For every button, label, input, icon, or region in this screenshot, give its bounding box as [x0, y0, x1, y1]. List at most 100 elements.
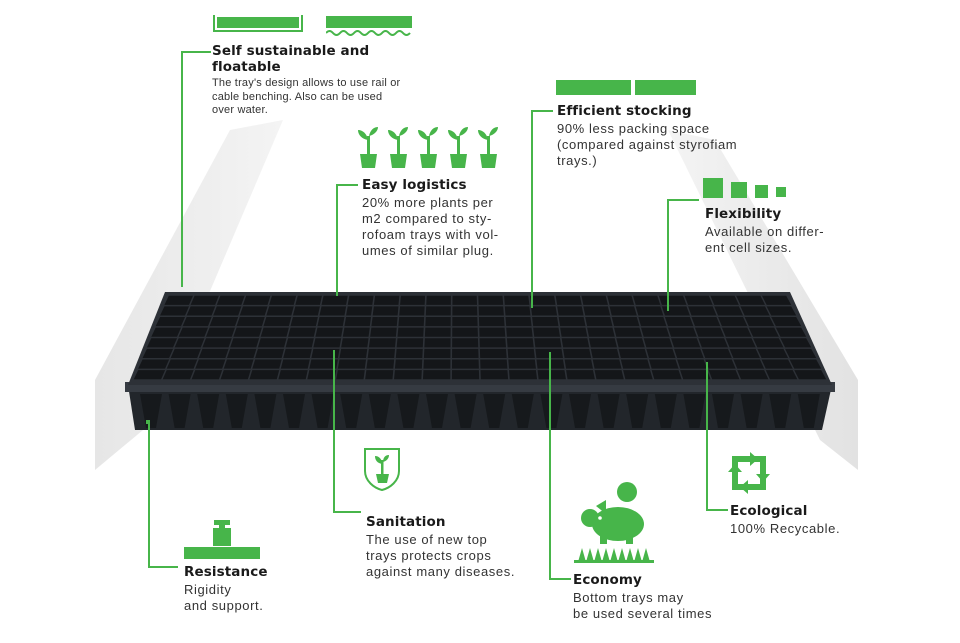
potted-plants-icon: [358, 127, 498, 168]
leader-resistance-v: [148, 422, 150, 567]
tray-cell: [620, 359, 651, 369]
tray-cell: [718, 317, 748, 327]
seedling: [358, 127, 378, 168]
tray-cell: [587, 327, 615, 337]
leader-ecological-h: [706, 509, 728, 511]
tray-cell: [202, 338, 232, 348]
tray-cell: [182, 317, 212, 327]
tray-cell: [233, 327, 262, 337]
tray-cell: [371, 317, 398, 327]
tray-cell: [478, 306, 504, 316]
tray-cell: [643, 338, 673, 348]
tray-cell: [667, 327, 697, 337]
tray-cell: [319, 306, 347, 316]
tray-cell: [186, 306, 216, 316]
feature-title: Easy logistics: [362, 177, 467, 193]
tray-cell: [557, 306, 584, 316]
tray-cell: [452, 317, 478, 327]
tray-cell: [480, 359, 508, 369]
tray-cell: [680, 370, 711, 380]
tray-cell: [394, 359, 423, 369]
tray-cell: [506, 327, 533, 337]
tray-cell: [633, 295, 661, 305]
tray-cell: [588, 338, 617, 348]
tray-cell: [785, 348, 817, 358]
feature-line: trays protects crops: [366, 548, 492, 563]
tray-cell: [190, 295, 219, 305]
tray-cell-bottom: [340, 394, 363, 428]
tray-cell: [160, 306, 190, 316]
tray-cell-bottom: [454, 394, 477, 428]
feature-line: 90% less packing space: [557, 121, 710, 136]
tray-cell: [252, 359, 282, 369]
feature-line: rofoam trays with vol-: [362, 227, 499, 242]
leader-sanitation-h: [333, 511, 361, 513]
tray-cell: [426, 295, 451, 305]
tray-cell: [740, 306, 770, 316]
tray-cell: [616, 338, 645, 348]
tray-cell: [230, 338, 260, 348]
tray-cell: [178, 327, 209, 337]
tray-cell: [336, 370, 365, 380]
feature-line: be used several times: [573, 606, 713, 621]
tray-cell-bottom: [511, 394, 534, 428]
tray-cell: [506, 338, 534, 348]
feature-line: ent cell sizes.: [705, 240, 793, 255]
tray-cell-bottom: [225, 394, 248, 428]
tray-cell: [721, 327, 752, 337]
tray-cell-bottom: [283, 394, 305, 428]
tray-cell: [641, 327, 670, 337]
tray-cell: [317, 317, 345, 327]
leader-flexibility-h: [667, 199, 699, 201]
tray-cell: [313, 338, 342, 348]
feature-line: over water.: [212, 104, 269, 116]
tray-cell: [223, 359, 254, 369]
tray-cell: [592, 359, 622, 369]
tray-cell: [478, 295, 504, 305]
tray-cell: [701, 348, 732, 358]
tray-cell: [648, 359, 679, 369]
feature-efficient-stocking: Efficient stocking 90% less packing spac…: [557, 103, 777, 169]
tray-cell-bottom: [168, 394, 191, 428]
tray-cell: [365, 370, 394, 380]
tray-cell: [257, 338, 287, 348]
feature-self-sustainable: Self sustainable and floatable The tray'…: [212, 43, 442, 118]
tray-cell: [394, 370, 422, 380]
tray-cell: [677, 359, 708, 369]
tray-cell: [479, 338, 507, 348]
tray-cell: [216, 295, 245, 305]
tray-cell: [164, 295, 193, 305]
feature-title: Flexibility: [705, 206, 782, 222]
weight-icon: [184, 520, 260, 559]
tray-cell: [757, 348, 789, 358]
tray-cell-bottom: [683, 394, 706, 428]
tray-cell-bottom: [483, 394, 506, 428]
tray-cell: [671, 338, 701, 348]
tray-cell: [423, 348, 451, 358]
tray-cell: [509, 370, 538, 380]
piggy-bank-icon: [574, 482, 654, 563]
feature-line: and support.: [184, 598, 264, 613]
tray-cell: [321, 295, 348, 305]
tray-cell: [366, 359, 395, 369]
feature-line: m2 compared to sty-: [362, 211, 492, 226]
feature-line: 20% more plants per: [362, 195, 494, 210]
tray-cell: [623, 370, 653, 380]
tray-cell: [529, 295, 556, 305]
tray-cell: [370, 327, 397, 337]
tray-cell: [714, 306, 744, 316]
tray-cell: [452, 348, 479, 358]
tray-cell-bottom: [368, 394, 391, 428]
tray-cell: [733, 359, 765, 369]
seedling: [448, 127, 468, 168]
tray-cell: [651, 370, 682, 380]
feature-title: Self sustainable and floatable: [212, 43, 370, 75]
tray-cell: [423, 359, 451, 369]
recycle-icon: [728, 452, 770, 494]
tray-cell: [744, 317, 775, 327]
feature-line: Available on differ-: [705, 224, 825, 239]
tray-cell: [504, 295, 530, 305]
tray-cell: [558, 317, 586, 327]
tray-cell: [766, 306, 797, 316]
